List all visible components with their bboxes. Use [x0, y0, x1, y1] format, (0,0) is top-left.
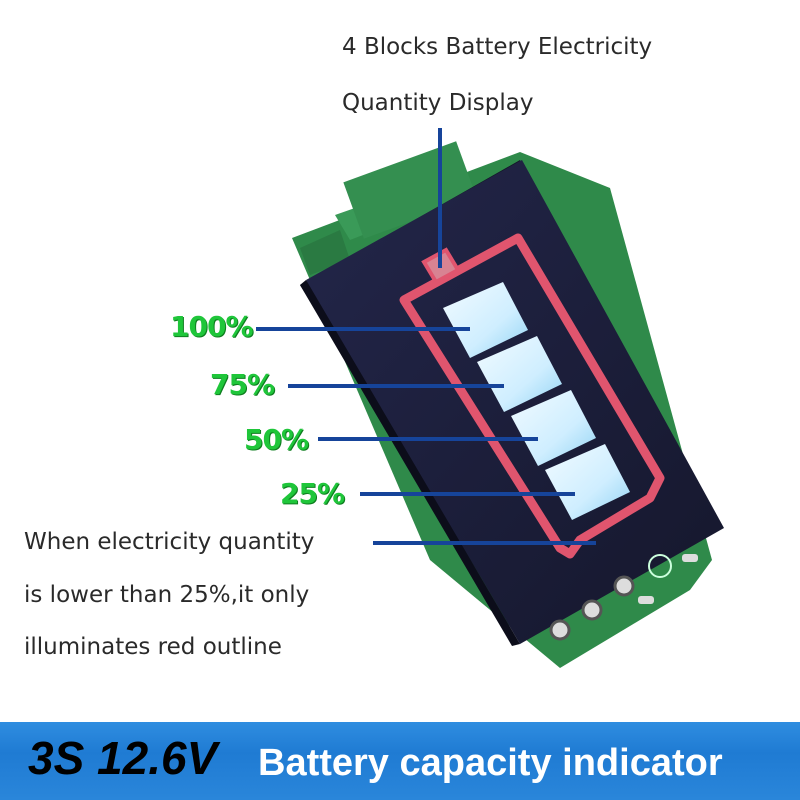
segment-75: [477, 336, 562, 412]
connector-pins: [549, 554, 698, 641]
level-label-75: 75%: [210, 368, 275, 401]
battery-segments: [443, 282, 630, 520]
top-caption-line-2: Quantity Display: [342, 90, 534, 116]
bottom-caption-line-2: is lower than 25%,it only: [24, 582, 310, 608]
banner-model-text: 3S 12.6V: [28, 732, 218, 784]
level-label-100: 100%: [170, 310, 254, 343]
pointer-lines: [256, 128, 596, 545]
title-banner: [0, 722, 800, 800]
level-label-50: 50%: [244, 423, 309, 456]
bottom-caption-line-3: illuminates red outline: [24, 634, 282, 660]
bottom-caption-line-1: When electricity quantity: [24, 529, 315, 555]
top-caption-line-1: 4 Blocks Battery Electricity: [342, 34, 653, 60]
segment-100: [443, 282, 528, 358]
banner-title-text: Battery capacity indicator: [258, 742, 723, 784]
segment-50: [511, 390, 596, 466]
segment-25: [545, 444, 630, 520]
level-label-25: 25%: [280, 477, 345, 510]
